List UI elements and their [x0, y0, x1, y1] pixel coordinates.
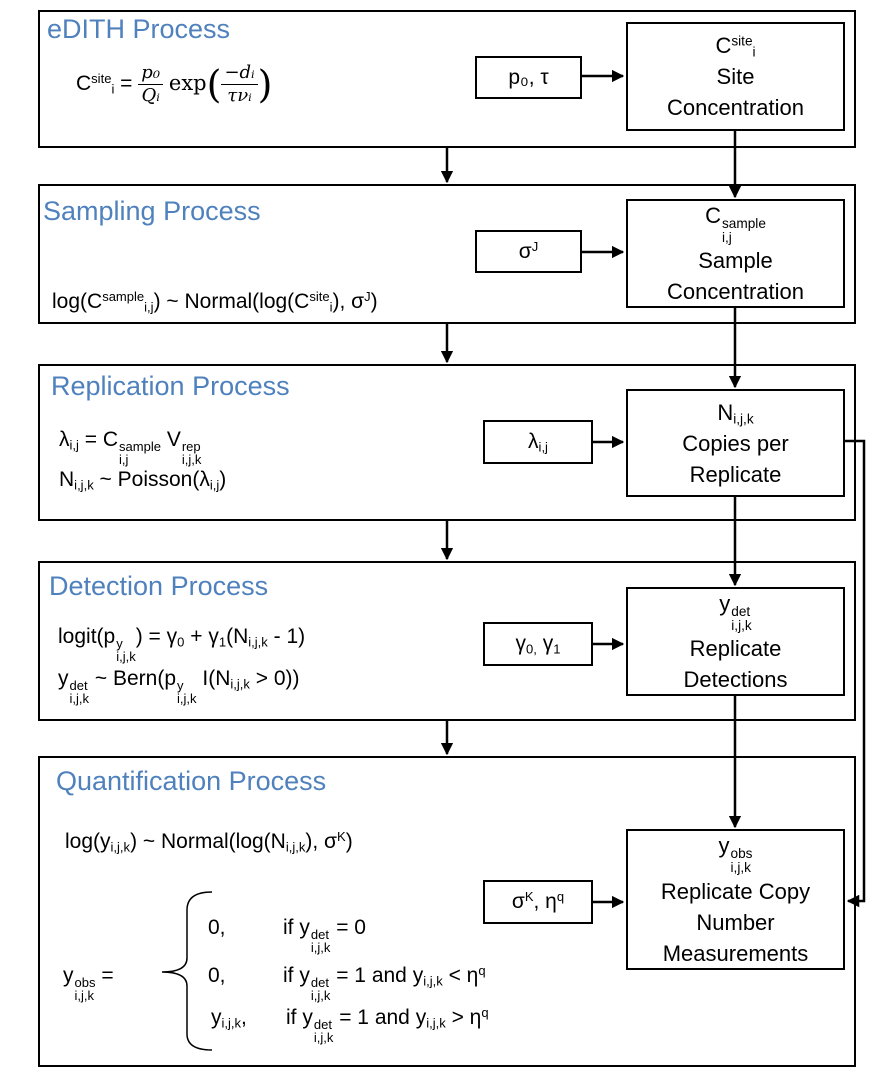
edith-process-title: eDITH Process — [47, 14, 231, 44]
edith-parameter-box: p₀, τ — [475, 56, 582, 99]
detection-parameter-box: γ0, γ1 — [483, 622, 593, 666]
sample-concentration-equation: log(Csamplei,j) ~ Normal(log(Csitei), σJ… — [52, 288, 378, 315]
copies-per-replicate-node: Ni,j,k Copies per Replicate — [626, 389, 845, 497]
quantification-log-normal-equation: log(yi,j,k) ~ Normal(log(Ni,j,k), σK) — [65, 828, 353, 855]
copies-to-measurements-connector — [845, 439, 866, 908]
quantification-parameter-box: σK, ηq — [483, 880, 593, 924]
poisson-equation: Ni,j,k ~ Poisson(λi,j) — [59, 468, 227, 493]
replication-parameter-box: λi,j — [483, 420, 593, 464]
case-1-value: 0, — [208, 916, 226, 939]
case-brace — [161, 891, 213, 1051]
case-2-value: 0, — [208, 964, 226, 987]
sampling-process-title: Sampling Process — [43, 196, 261, 226]
detection-process-title: Detection Process — [49, 571, 269, 601]
case-3-value: yi,j,k, — [211, 1006, 247, 1031]
site-concentration-node: Csitei Site Concentration — [626, 22, 845, 131]
quantification-process-title: Quantification Process — [56, 766, 327, 796]
sampling-parameter-box: σJ — [475, 230, 582, 273]
exp-function: exp — [168, 71, 207, 96]
replication-process-title: Replication Process — [51, 371, 290, 401]
